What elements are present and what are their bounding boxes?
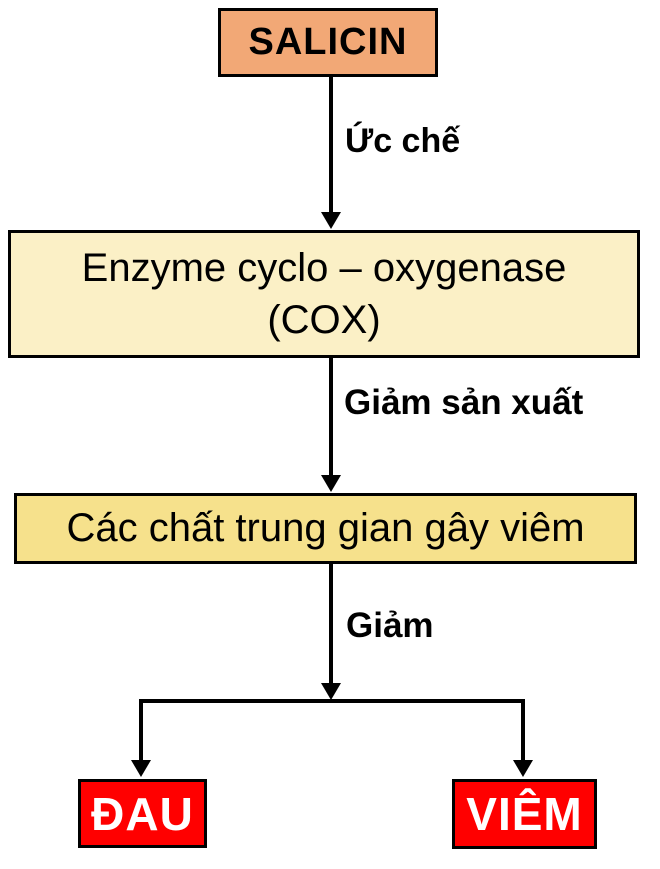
- node-pain-label: ĐAU: [91, 787, 194, 840]
- node-mediators-label: Các chất trung gian gây viêm: [66, 506, 585, 550]
- node-salicin: SALICIN: [218, 8, 438, 77]
- node-inflammation: VIÊM: [452, 779, 597, 849]
- node-cox-enzyme: Enzyme cyclo – oxygenase (COX): [8, 230, 640, 358]
- edge-label-inhibit: Ức chế: [345, 122, 461, 160]
- edge-label-reduce: Giảm: [346, 606, 434, 645]
- node-inflammation-label: VIÊM: [466, 788, 583, 840]
- node-cox-label-line2: (COX): [267, 298, 381, 342]
- node-inflammatory-mediators: Các chất trung gian gây viêm: [14, 493, 637, 564]
- edge-label-reduce-production: Giảm sản xuất: [344, 383, 584, 422]
- node-salicin-label: SALICIN: [248, 21, 408, 63]
- node-cox-label-line1: Enzyme cyclo – oxygenase: [81, 246, 567, 290]
- node-pain: ĐAU: [78, 779, 207, 848]
